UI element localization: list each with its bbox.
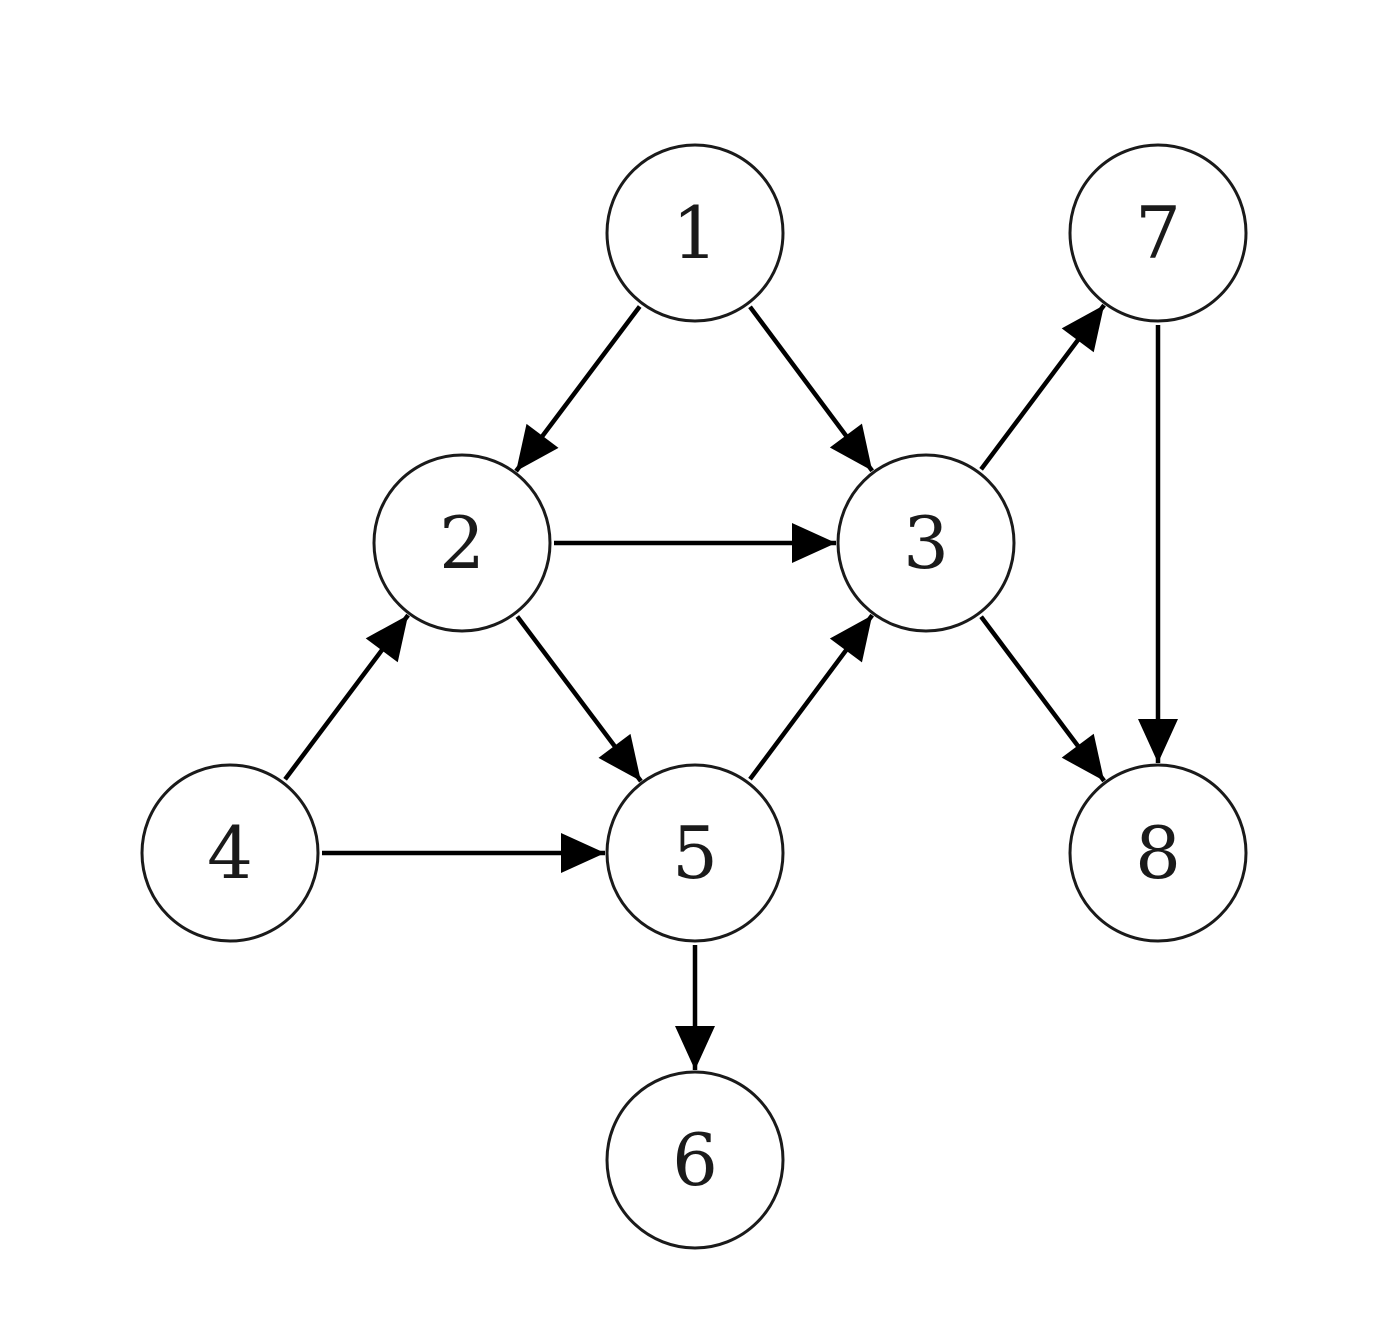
node-4-label: 4 [207,811,253,895]
node-1-circle [605,143,785,323]
node-2: 2 [372,453,552,633]
edge-5-to-3 [748,613,875,781]
node-5: 5 [605,763,785,943]
node-2-circle [372,453,552,633]
node-6-circle [605,1070,785,1250]
node-3-label: 3 [903,501,949,585]
node-2-label: 2 [439,501,485,585]
node-6-label: 6 [672,1118,718,1202]
node-5-label: 5 [672,811,718,895]
edge-2-to-5 [515,615,643,783]
node-1: 1 [605,143,785,323]
node-4: 4 [140,763,320,943]
node-8: 8 [1068,763,1248,943]
node-3: 3 [836,453,1016,633]
node-3-circle [836,453,1016,633]
edge-3-to-8 [979,615,1106,783]
edge-1-to-2 [514,305,642,473]
node-6: 6 [605,1070,785,1250]
node-7-label: 7 [1135,191,1181,275]
node-4-circle [140,763,320,943]
edge-3-to-7 [979,303,1106,471]
edges-layer [283,303,1178,1070]
edge-1-to-3 [748,305,875,473]
node-7: 7 [1068,143,1248,323]
node-1-label: 1 [672,191,718,275]
nodes-layer: 1 2 3 4 5 6 7 8 [140,143,1248,1250]
edge-4-to-2 [283,613,410,781]
node-5-circle [605,763,785,943]
node-8-label: 8 [1135,811,1181,895]
node-8-circle [1068,763,1248,943]
node-7-circle [1068,143,1248,323]
